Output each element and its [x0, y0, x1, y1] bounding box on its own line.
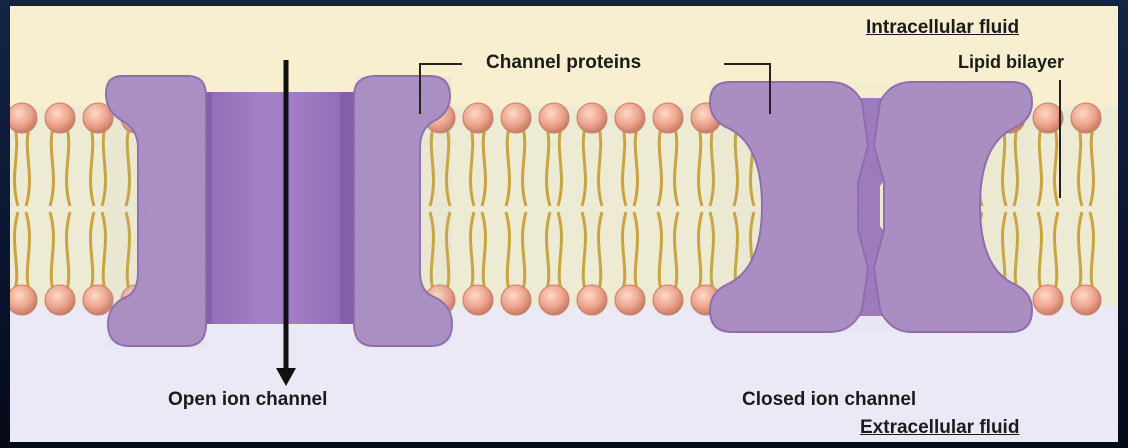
protein-texture-right [354, 76, 452, 346]
label-intracellular-fluid: Intracellular fluid [866, 18, 1019, 37]
label-channel-proteins: Channel proteins [486, 53, 641, 72]
lipid-head [10, 103, 37, 133]
lipid-head [577, 103, 607, 133]
lipid-head [653, 103, 683, 133]
lipid-head [1071, 285, 1101, 315]
lipid-head [501, 103, 531, 133]
lipid-head [463, 103, 493, 133]
lipid-head [577, 285, 607, 315]
lipid-head [1033, 103, 1063, 133]
label-closed-ion-channel: Closed ion channel [742, 390, 916, 409]
lipid-head [539, 285, 569, 315]
label-open-ion-channel: Open ion channel [168, 390, 327, 409]
open-channel-pore [190, 92, 360, 324]
diagram-panel: Intracellular fluid Channel proteins Lip… [10, 6, 1118, 442]
lipid-head [539, 103, 569, 133]
lipid-head [10, 285, 37, 315]
lipid-head [653, 285, 683, 315]
closed-texture [710, 82, 1032, 332]
lipid-head [45, 103, 75, 133]
lipid-head [615, 103, 645, 133]
label-lipid-bilayer: Lipid bilayer [958, 53, 1064, 71]
label-extracellular-fluid: Extracellular fluid [860, 418, 1019, 437]
protein-texture-left [106, 76, 206, 346]
lipid-head [501, 285, 531, 315]
closed-ion-channel [710, 82, 1032, 332]
lipid-head [1071, 103, 1101, 133]
lipid-head [45, 285, 75, 315]
lipid-head [463, 285, 493, 315]
lipid-head [1033, 285, 1063, 315]
lipid-head [615, 285, 645, 315]
